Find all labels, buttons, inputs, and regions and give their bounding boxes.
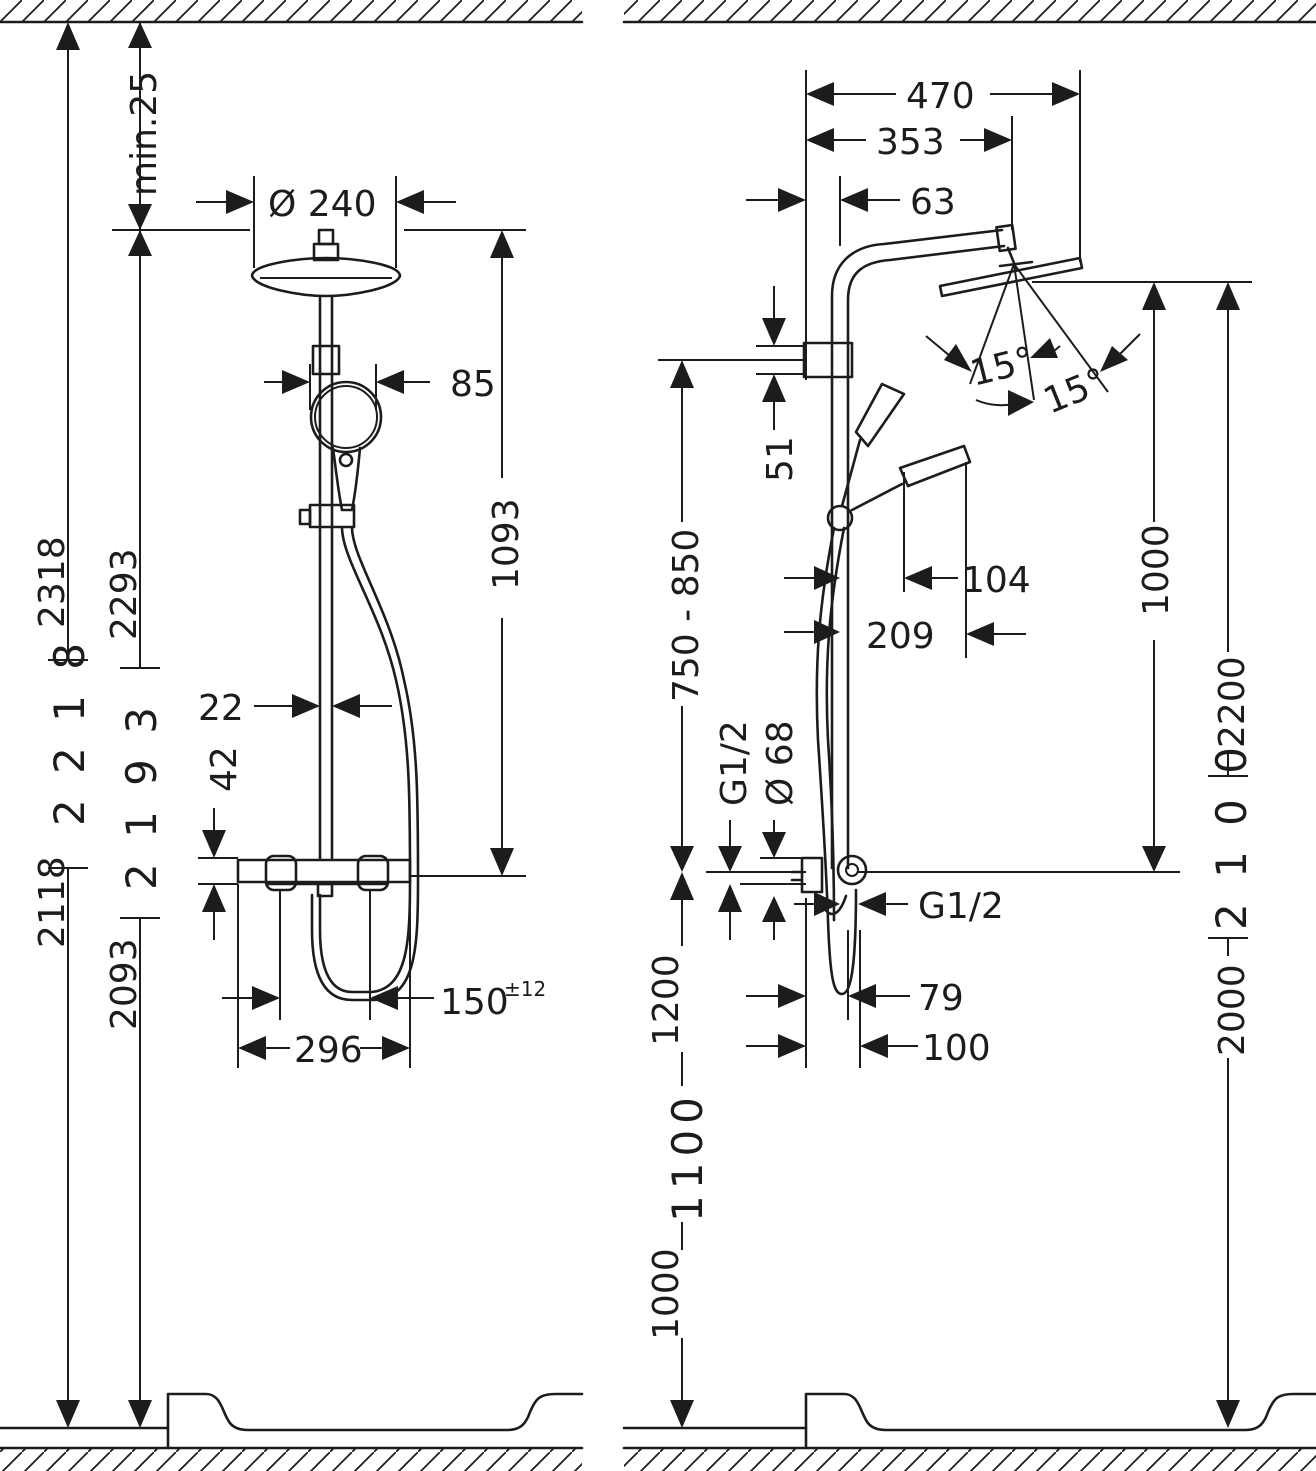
label-104: 104 — [962, 560, 1031, 601]
label-750-850: 750 - 850 — [666, 529, 707, 702]
floor-left — [0, 1426, 584, 1471]
label-42: 42 — [204, 746, 245, 792]
label-2118: 2118 — [32, 856, 73, 948]
label-1200: 1200 — [646, 954, 687, 1046]
front-shower-fixture — [236, 228, 420, 1002]
label-2293: 2293 — [104, 548, 145, 640]
label-1000-right: 1000 — [1136, 524, 1177, 616]
side-dimension-labels: 470 353 63 15° 15° 51 104 209 750 - 850 … — [646, 76, 1256, 1340]
label-1093: 1093 — [486, 498, 527, 590]
overhead-shower-head — [250, 256, 402, 298]
label-51: 51 — [760, 436, 801, 482]
hand-shower-head — [309, 380, 383, 454]
riser-clamp — [311, 344, 341, 376]
wall-bracket-upper — [802, 341, 854, 379]
shower-hose — [318, 525, 412, 994]
label-2000: 2000 — [1212, 964, 1253, 1056]
ceiling-right — [622, 0, 1316, 24]
thermostat-body — [236, 858, 412, 884]
label-470: 470 — [906, 76, 975, 117]
shower-tray-left — [166, 1392, 584, 1450]
label-296: 296 — [294, 1030, 363, 1071]
label-209: 209 — [866, 616, 935, 657]
side-riser-inner — [846, 244, 1006, 870]
label-2218: 2 2 1 8 — [45, 637, 94, 826]
label-2093: 2093 — [104, 938, 145, 1030]
head-connector — [317, 228, 335, 246]
label-d68: Ø 68 — [760, 720, 801, 806]
slider-joint — [826, 504, 854, 532]
side-hose — [815, 526, 858, 996]
label-thread-right: G1/2 — [918, 886, 1004, 927]
label-63: 63 — [910, 182, 956, 223]
floor-right — [622, 1426, 1316, 1471]
side-dimension-lines — [658, 70, 1252, 1428]
label-angle-1: 15° — [966, 340, 1038, 395]
front-dimension-labels: 2318 2 2 1 8 2118 min.25 2293 2 1 9 3 20… — [32, 71, 546, 1071]
thermostat-right-handle — [356, 854, 390, 892]
shower-tray-right — [804, 1392, 1316, 1450]
side-overhead-shower-head — [938, 256, 1084, 298]
front-dimension-lines — [48, 22, 526, 1428]
label-353: 353 — [876, 122, 945, 163]
hand-shower-lower — [898, 444, 972, 488]
label-150-tolerance: ±12 — [504, 977, 546, 1001]
side-shower-fixture — [790, 223, 1084, 996]
label-1100: 1100 — [663, 1091, 712, 1222]
label-thread-left: G1/2 — [714, 720, 755, 806]
label-2200: 2200 — [1212, 656, 1253, 748]
label-d240: Ø 240 — [268, 184, 377, 225]
label-min25: min.25 — [124, 71, 165, 196]
side-riser-outer — [830, 228, 1004, 870]
label-85: 85 — [450, 364, 496, 405]
label-22: 22 — [198, 688, 244, 729]
thermostat-body-side — [800, 856, 824, 894]
label-100: 100 — [922, 1028, 991, 1069]
label-79: 79 — [918, 978, 964, 1019]
label-2100: 2 1 0 0 — [1207, 741, 1256, 930]
label-2318: 2318 — [32, 536, 73, 628]
label-150: 150 — [440, 982, 509, 1023]
thermostat-knob-side — [836, 854, 868, 886]
label-2193: 2 1 9 3 — [117, 701, 166, 890]
hand-shower-upper — [854, 382, 906, 448]
label-1000-left: 1000 — [646, 1248, 687, 1340]
ceiling-left — [0, 0, 584, 24]
